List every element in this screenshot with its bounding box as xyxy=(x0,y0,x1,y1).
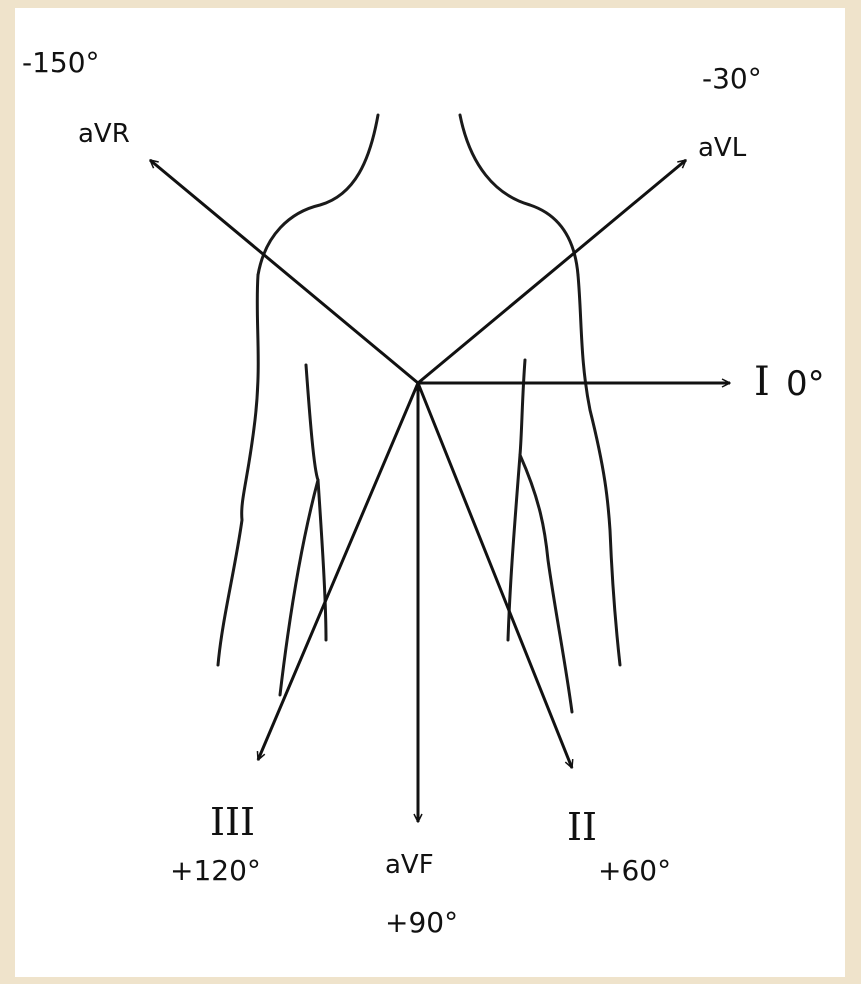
lead-aVR-angle: -150° xyxy=(22,46,100,79)
neck-left xyxy=(258,115,378,275)
left-arm-outer xyxy=(218,275,258,665)
lead-aVL-name: aVL xyxy=(698,133,747,163)
lead-III-angle: +120° xyxy=(170,854,261,887)
lead-II-angle: +60° xyxy=(598,854,671,887)
neck-right xyxy=(460,115,578,275)
lead-aVR-axis xyxy=(150,160,418,383)
lead-aVF-angle: +90° xyxy=(385,906,458,939)
right-forearm-inner xyxy=(520,455,572,712)
lead-III-axis xyxy=(258,383,418,760)
left-torso-line xyxy=(306,365,326,640)
right-torso-line xyxy=(508,360,525,640)
lead-axes xyxy=(150,160,730,822)
lead-aVR-name: aVR xyxy=(78,119,130,149)
lead-II-name: II xyxy=(567,805,597,849)
lead-aVL-angle: -30° xyxy=(702,62,762,95)
lead-aVL-axis xyxy=(418,160,686,383)
lead-I-angle: 0° xyxy=(786,364,825,404)
lead-labels: -150° aVR -30° aVL I 0° II +60° aVF +90°… xyxy=(22,46,825,939)
lead-I-name: I xyxy=(754,359,770,405)
lead-III-name: III xyxy=(210,800,255,844)
right-arm-outer xyxy=(578,275,620,665)
lead-aVF-name: aVF xyxy=(385,850,434,880)
